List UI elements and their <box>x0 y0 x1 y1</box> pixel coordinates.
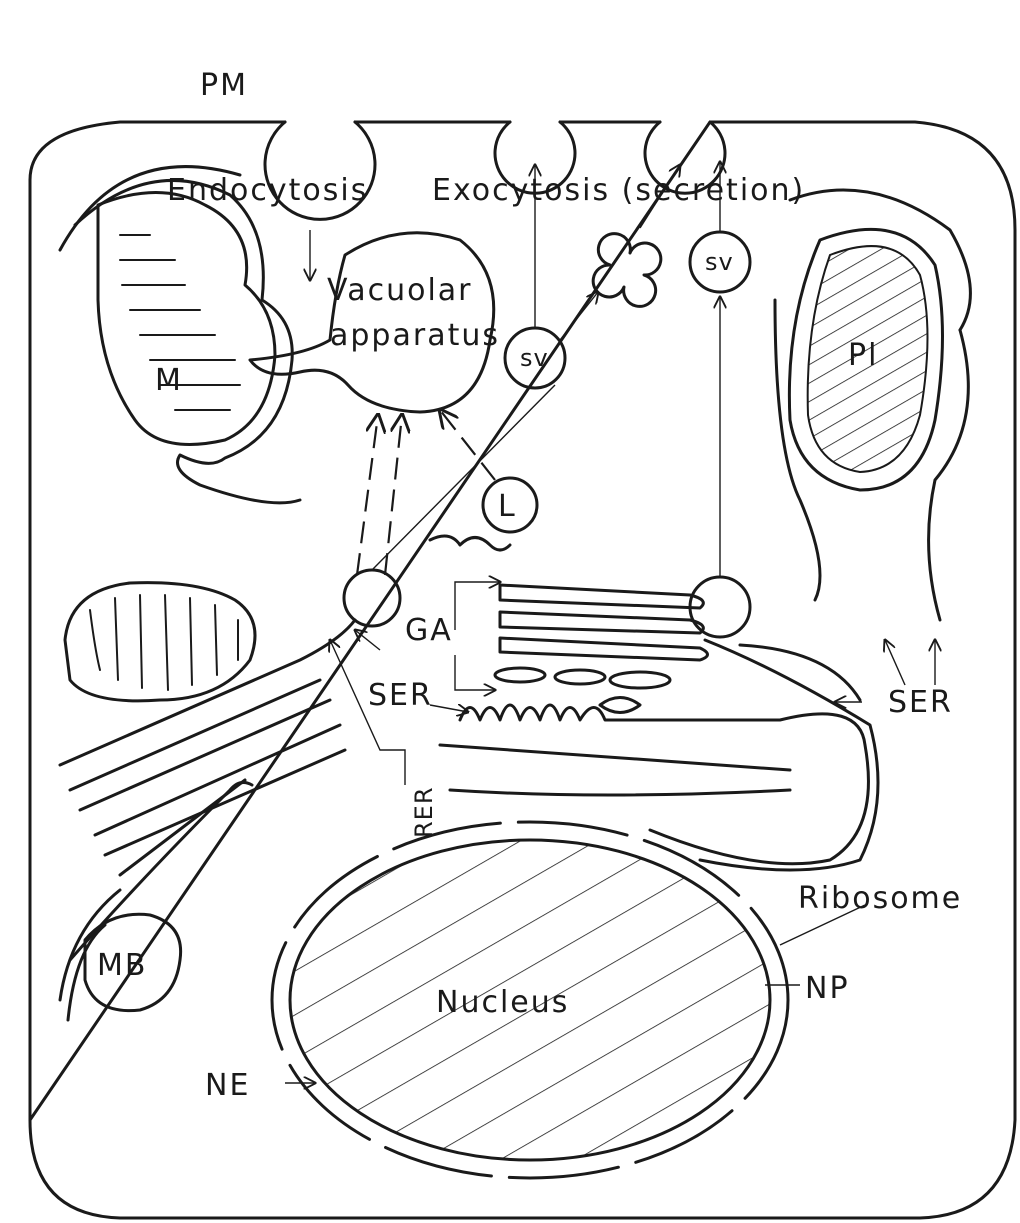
label-vacuolar: Vacuolar <box>327 273 473 308</box>
label-nucleus: Nucleus <box>436 985 569 1020</box>
plastid <box>775 190 970 620</box>
label-rer: RER <box>410 786 438 838</box>
label-ga: GA <box>405 613 453 648</box>
label-ne: NE <box>205 1068 250 1103</box>
label-exocytosis: Exocytosis (secretion) <box>432 173 805 208</box>
label-np: NP <box>805 971 850 1006</box>
label-ser-right: SER <box>888 685 953 720</box>
label-sv-left: sv <box>520 344 549 372</box>
label-l: L <box>498 489 517 524</box>
mitochondrion-lower <box>65 583 255 701</box>
label-ribosome: Ribosome <box>798 881 962 916</box>
label-pl: Pl <box>848 338 878 373</box>
label-m: M <box>155 363 183 398</box>
label-pm: PM <box>200 68 248 103</box>
label-sv-right: sv <box>705 248 734 276</box>
label-apparatus: apparatus <box>330 318 500 353</box>
golgi-apparatus <box>430 478 750 713</box>
label-mb: MB <box>97 948 147 983</box>
label-ser-center: SER <box>368 678 433 713</box>
label-endocytosis: Endocytosis <box>167 173 368 208</box>
mitochondrion-upper <box>60 167 300 503</box>
